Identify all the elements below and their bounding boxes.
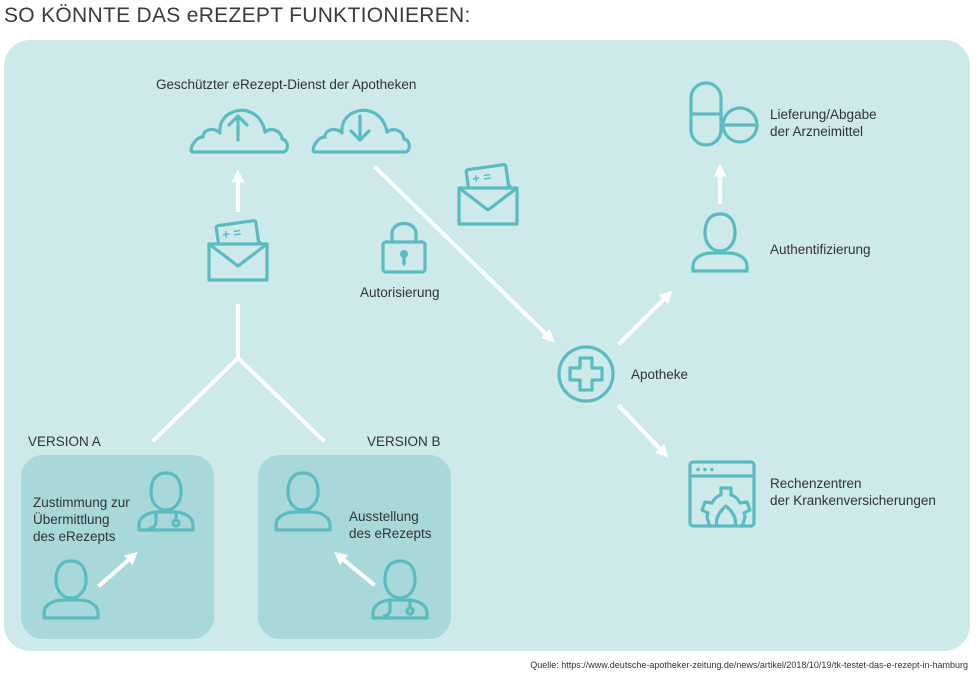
cloud-service-label: Geschützter eRezept-Dienst der Apotheken xyxy=(156,77,417,92)
authorization-label: Autorisierung xyxy=(360,285,440,300)
version-a-box xyxy=(21,455,214,639)
data-centers-label: Rechenzentren der Krankenversicherungen xyxy=(770,476,936,508)
authentication-label: Authentifizierung xyxy=(770,242,871,257)
cloud-upload-icon xyxy=(189,108,289,154)
source-citation: Quelle: https://www.deutsche-apotheker-z… xyxy=(530,660,968,670)
delivery-label: Lieferung/Abgabe der Arzneimittel xyxy=(770,107,877,139)
version-a-label: VERSION A xyxy=(28,434,101,449)
version-b-box xyxy=(258,455,451,639)
arrow-doctor-to-patient xyxy=(334,551,376,587)
arrow-to-data-centers xyxy=(617,404,669,458)
issuance-label: Ausstellung des eRezepts xyxy=(349,509,432,541)
cloud-download-icon xyxy=(311,108,411,154)
version-b-label: VERSION B xyxy=(367,434,441,449)
infographic-title: SO KÖNNTE DAS eREZEPT FUNKTIONIEREN: xyxy=(4,4,471,27)
flow-arrows xyxy=(97,163,727,588)
data-center-icon xyxy=(688,460,756,528)
medication-pills-icon xyxy=(689,81,759,147)
arrow-to-authentication xyxy=(617,290,673,346)
erezept-envelope-sent-icon xyxy=(457,162,519,226)
lock-icon xyxy=(381,221,427,274)
authentication-person-icon xyxy=(691,212,749,273)
pharmacy-cross-icon xyxy=(557,345,615,403)
erezept-envelope-icon xyxy=(207,218,269,282)
arrow-to-pharmacy xyxy=(373,165,555,343)
consent-label: Zustimmung zur Übermittlung des eRezepts xyxy=(33,495,130,544)
arrow-patient-to-doctor xyxy=(97,551,138,588)
merge-connector xyxy=(151,355,326,443)
pharmacy-label: Apotheke xyxy=(631,367,689,382)
